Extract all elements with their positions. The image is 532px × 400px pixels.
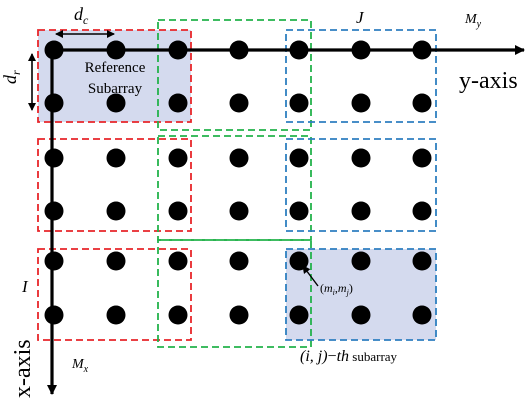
dc-label: dc — [74, 4, 89, 27]
array-element-dot — [351, 93, 371, 113]
array-element-dot — [289, 305, 309, 325]
array-element-dot — [106, 93, 126, 113]
I-label: I — [21, 277, 29, 296]
array-element-dot — [229, 201, 249, 221]
array-element-dot — [351, 305, 371, 325]
array-element-dot — [229, 305, 249, 325]
array-element-dot — [412, 40, 432, 60]
array-element-dot — [289, 148, 309, 168]
array-element-dot — [351, 201, 371, 221]
array-element-dot — [44, 148, 64, 168]
array-element-dot — [168, 40, 188, 60]
array-element-dot — [289, 201, 309, 221]
array-element-dot — [44, 251, 64, 271]
array-element-dot — [106, 40, 126, 60]
array-element-dot — [106, 251, 126, 271]
array-element-dot — [412, 251, 432, 271]
array-element-dot — [412, 305, 432, 325]
J-label: J — [356, 8, 365, 27]
green-subarray-box-3 — [157, 239, 312, 348]
array-element-dot — [106, 148, 126, 168]
ij-subarray-label: (i, j)−th subarray — [300, 348, 398, 365]
array-element-dot — [289, 93, 309, 113]
element-pointer-arrow — [302, 265, 319, 287]
array-element-dot — [44, 201, 64, 221]
array-element-dot — [351, 40, 371, 60]
array-element-dot — [351, 148, 371, 168]
Mx-label: Mx — [71, 357, 89, 375]
red-subarray-box-2 — [37, 138, 192, 232]
array-element-dot — [229, 251, 249, 271]
y-axis-label: y-axis — [459, 68, 518, 94]
red-subarray-box-3 — [37, 248, 192, 341]
array-element-dot — [168, 305, 188, 325]
array-element-dot — [168, 251, 188, 271]
green-subarray-box-2 — [157, 135, 312, 241]
subarray-boxes — [37, 19, 437, 348]
array-element-dot — [289, 251, 309, 271]
array-element-dot — [351, 251, 371, 271]
array-element-dot — [229, 93, 249, 113]
dr-label: dr — [0, 70, 23, 84]
array-element-dot — [106, 201, 126, 221]
x-axis-label: x-axis — [10, 339, 36, 398]
My-label: My — [464, 12, 482, 30]
array-element-dot — [412, 93, 432, 113]
array-element-dot — [168, 93, 188, 113]
array-element-dot — [289, 40, 309, 60]
array-element-dot — [229, 40, 249, 60]
reference-label-line1: Reference — [85, 60, 146, 76]
reference-label-line2: Subarray — [88, 81, 143, 97]
array-element-dot — [44, 93, 64, 113]
array-element-dot — [44, 40, 64, 60]
array-element-dot — [168, 201, 188, 221]
element-label: (mi,mj) — [320, 281, 353, 297]
red-subarray-box-1 — [37, 29, 192, 123]
array-element-dot — [412, 148, 432, 168]
array-elements — [44, 40, 432, 325]
array-element-dot — [168, 148, 188, 168]
array-element-dot — [229, 148, 249, 168]
array-element-dot — [44, 305, 64, 325]
array-element-dot — [412, 201, 432, 221]
array-element-dot — [106, 305, 126, 325]
